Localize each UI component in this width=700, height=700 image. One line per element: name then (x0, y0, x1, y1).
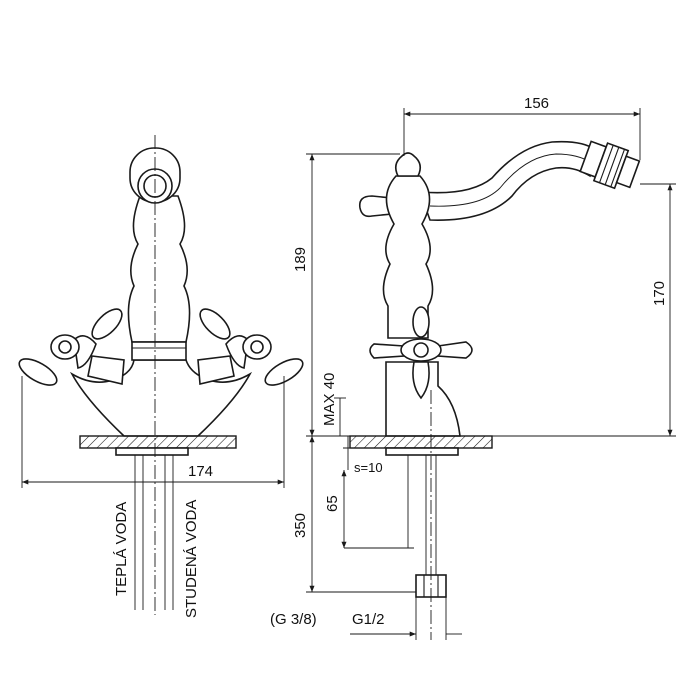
thread-front-label: (G 3/8) (270, 611, 317, 628)
side-column (382, 175, 434, 339)
front-left-handle (18, 308, 125, 386)
width-dimension-label: 174 (188, 463, 213, 480)
front-right-handle (197, 308, 304, 386)
s-dimension-label: s=10 (354, 460, 383, 475)
cold-water-label: STUDENÁ VODA (183, 500, 200, 618)
pipe-length-dimension-label: 350 (292, 513, 309, 538)
front-base-plate (79, 435, 237, 449)
side-pipe-length-dimension: 350 (292, 436, 416, 593)
height-dimension-label: 189 (292, 247, 309, 272)
reach-dimension-label: 156 (524, 95, 549, 112)
inner-dimension-label: 65 (324, 495, 341, 512)
hot-water-label: TEPLÁ VODA (113, 502, 130, 596)
side-inner-dimension: 65 (324, 470, 414, 549)
thread-side-label: G1/2 (352, 611, 385, 628)
side-s-dimension: s=10 (343, 436, 386, 475)
side-height-dimension: 189 (292, 153, 400, 436)
side-base-plate (349, 435, 493, 449)
side-rear-knob (358, 195, 393, 218)
front-supply-pipes (134, 455, 174, 610)
outlet-dimension-label: 170 (651, 281, 668, 306)
side-reach-dimension: 156 (403, 95, 641, 160)
side-max-thickness: MAX 40 (306, 373, 350, 437)
side-outlet-dimension: 170 (492, 183, 676, 437)
side-finial (394, 152, 422, 177)
side-outlet-nut (579, 140, 641, 190)
side-spout (418, 140, 597, 221)
max-thickness-label: MAX 40 (321, 373, 338, 426)
side-view: 156 189 170 MAX 40 s=10 (270, 95, 676, 640)
side-cross-handle (369, 306, 473, 400)
front-column (127, 195, 191, 343)
front-view: 174 TEPLÁ VODA STUDENÁ VODA (18, 135, 304, 618)
side-thread-dimension: G1/2 (350, 597, 462, 640)
front-width-dimension: 174 (21, 376, 285, 488)
